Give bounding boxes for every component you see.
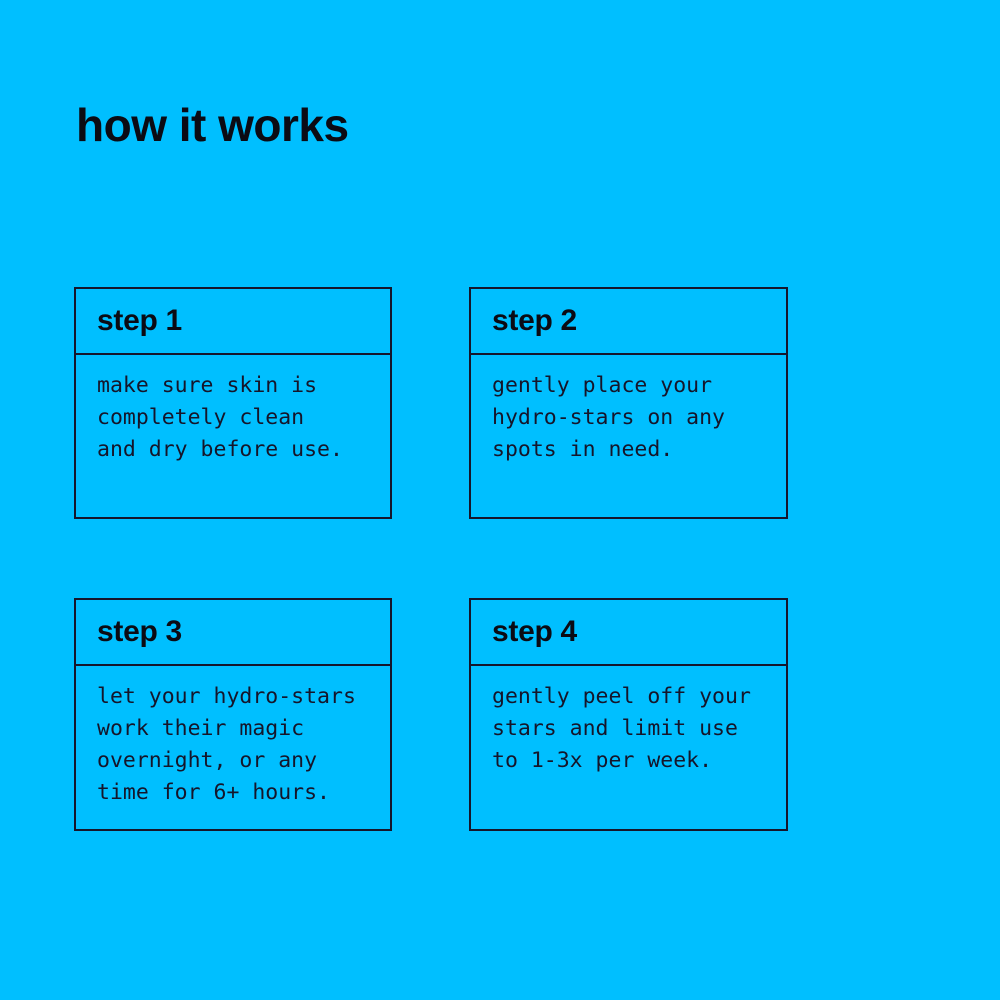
step-card-4-header: step 4 [471,600,786,666]
step-card-1: step 1 make sure skin is completely clea… [74,287,392,519]
step-4-description: gently peel off your stars and limit use… [492,684,751,773]
steps-grid: step 1 make sure skin is completely clea… [74,287,788,831]
page-title: how it works [76,99,349,151]
step-2-description: gently place your hydro-stars on any spo… [492,373,725,462]
step-card-3-header: step 3 [76,600,390,666]
step-4-label: step 4 [492,615,577,648]
step-card-4: step 4 gently peel off your stars and li… [469,598,788,831]
step-2-label: step 2 [492,304,577,337]
step-1-label: step 1 [97,304,182,337]
step-1-description: make sure skin is completely clean and d… [97,373,343,462]
step-3-label: step 3 [97,615,182,648]
step-3-description: let your hydro-stars work their magic ov… [97,684,356,805]
step-card-2-header: step 2 [471,289,786,355]
step-card-2: step 2 gently place your hydro-stars on … [469,287,788,519]
step-card-1-header: step 1 [76,289,390,355]
step-card-3: step 3 let your hydro-stars work their m… [74,598,392,831]
